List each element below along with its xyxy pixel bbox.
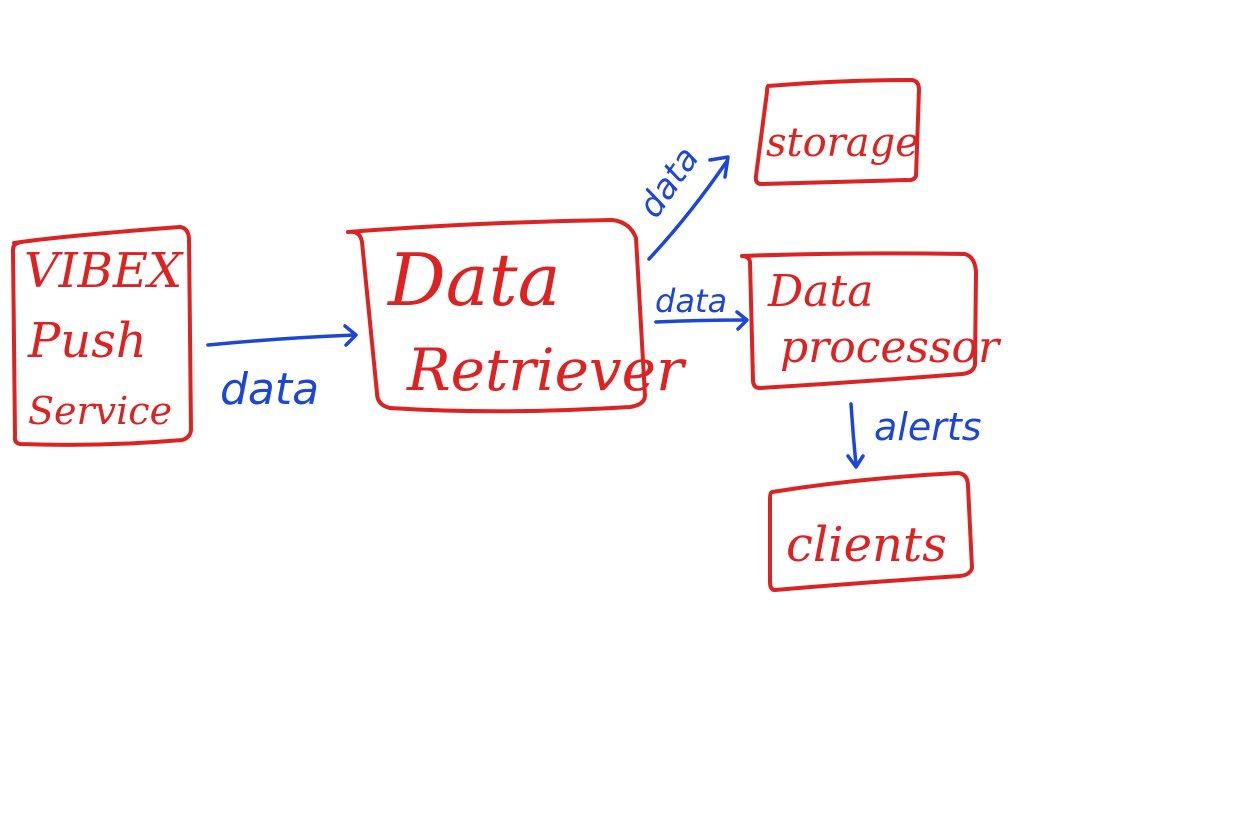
node-clients-label: clients: [786, 517, 947, 573]
edge-vibex-to-retriever-label: data: [220, 364, 319, 415]
edge-retriever-to-storage-line: [647, 159, 729, 261]
edge-vibex-to-retriever-line: [206, 333, 357, 347]
node-processor-border: [740, 251, 978, 390]
node-vibex-line-1: VIBEX: [24, 243, 184, 299]
edge-vibex-to-retriever: data: [206, 324, 358, 415]
node-storage: storage: [753, 78, 921, 186]
edge-processor-to-clients-label: alerts: [874, 405, 982, 449]
node-retriever-border: [346, 218, 647, 414]
node-data-processor: Data processor: [740, 251, 1002, 390]
node-clients: clients: [768, 471, 974, 592]
edge-retriever-to-storage: data: [631, 139, 730, 261]
node-processor-line-2: processor: [780, 322, 1002, 373]
node-vibex-line-2: Push: [27, 313, 147, 369]
edge-processor-to-clients: alerts: [846, 402, 982, 469]
edge-retriever-to-processor-label: data: [655, 282, 727, 320]
edge-retriever-to-processor: data: [654, 282, 749, 331]
node-processor-line-1: Data: [767, 266, 873, 317]
node-retriever-line-2: Retriever: [406, 336, 687, 404]
edge-processor-to-clients-line: [849, 402, 858, 467]
node-data-retriever: Data Retriever: [346, 218, 687, 414]
edge-retriever-to-storage-label: data: [631, 139, 708, 225]
edge-retriever-to-processor-arrowhead: [735, 310, 749, 331]
node-clients-border: [768, 471, 974, 592]
node-retriever-line-1: Data: [386, 238, 561, 322]
edge-retriever-to-storage-arrowhead: [708, 155, 730, 179]
node-vibex-push-service: VIBEX Push Service: [11, 225, 193, 447]
edge-retriever-to-processor-line: [654, 318, 748, 324]
edge-processor-to-clients-arrowhead: [846, 454, 865, 469]
node-vibex-border: [11, 225, 193, 447]
node-storage-border: [753, 78, 921, 186]
edge-vibex-to-retriever-arrowhead: [343, 324, 358, 347]
node-storage-label: storage: [766, 120, 919, 166]
node-vibex-line-3: Service: [28, 389, 172, 433]
